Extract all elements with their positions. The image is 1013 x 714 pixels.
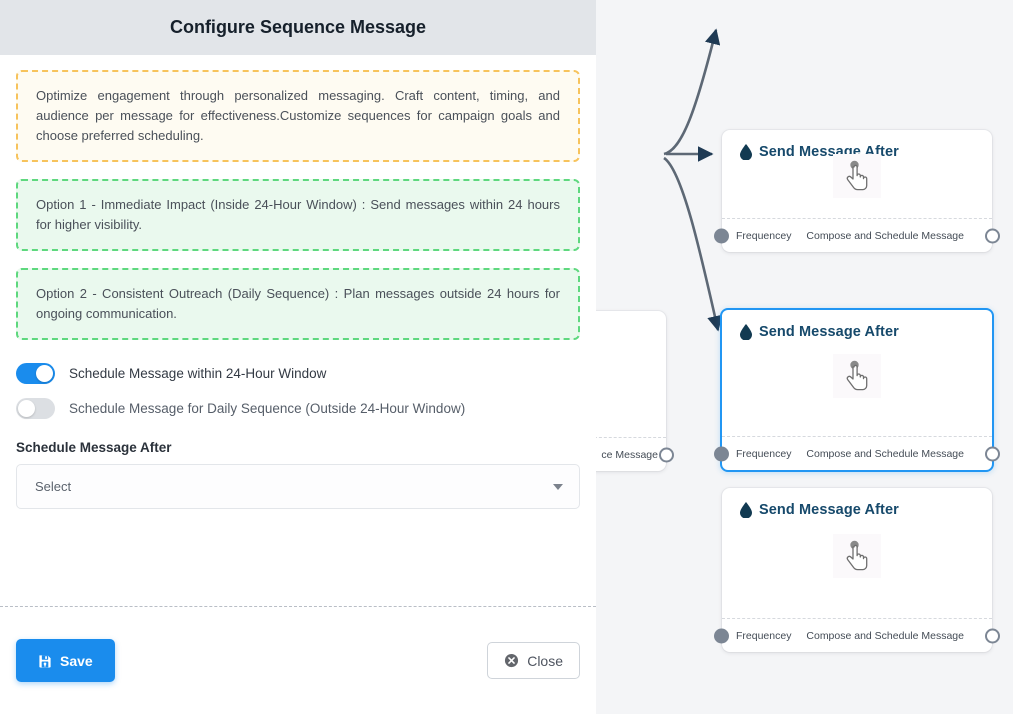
hand-pointer-icon bbox=[833, 353, 881, 398]
close-button-label: Close bbox=[527, 652, 563, 669]
node-input-port[interactable] bbox=[714, 228, 729, 243]
node-footer: ce Message bbox=[596, 437, 674, 471]
hand-pointer-icon bbox=[833, 533, 881, 578]
node-footer: Frequencey Compose and Schedule Message bbox=[714, 218, 1000, 252]
chevron-down-icon bbox=[553, 483, 563, 490]
node-footer: Frequencey Compose and Schedule Message bbox=[714, 618, 1000, 652]
flow-node-send-message-after-3[interactable]: Send Message After Frequencey Compose an… bbox=[714, 488, 1000, 652]
flow-node-partial[interactable]: ce Message bbox=[596, 311, 674, 471]
node-title: Send Message After bbox=[759, 324, 899, 340]
save-icon bbox=[39, 654, 51, 667]
save-button-label: Save bbox=[60, 652, 93, 669]
save-button[interactable]: Save bbox=[16, 639, 115, 682]
toggle-schedule-within-24-hour[interactable] bbox=[16, 362, 55, 384]
node-output-port[interactable] bbox=[985, 446, 1000, 461]
flow-node-send-message-after-1[interactable]: Send Message After Frequencey Compose an… bbox=[714, 130, 1000, 252]
configure-sequence-message-modal: Configure Sequence Message Optimize enga… bbox=[0, 0, 596, 714]
node-output-label: Compose and Schedule Message bbox=[806, 447, 964, 460]
node-output-label: ce Message bbox=[601, 448, 658, 461]
node-input-label: Frequencey bbox=[736, 447, 792, 460]
schedule-message-after-select[interactable]: Select bbox=[16, 464, 580, 509]
water-drop-icon bbox=[740, 324, 752, 340]
flow-canvas[interactable]: ce Message Send Message After bbox=[596, 0, 1013, 714]
node-output-label: Compose and Schedule Message bbox=[806, 629, 964, 642]
node-body: Send Message After bbox=[722, 488, 992, 618]
hand-pointer-icon bbox=[833, 153, 881, 198]
modal-footer: Save Close bbox=[0, 606, 596, 714]
info-callout-option-2: Option 2 - Consistent Outreach (Daily Se… bbox=[16, 268, 580, 340]
close-circle-icon bbox=[505, 653, 519, 668]
schedule-message-after-label: Schedule Message After bbox=[16, 440, 172, 455]
toggle-row-within-24-hour[interactable]: Schedule Message within 24-Hour Window bbox=[16, 357, 580, 389]
toggle-label-within-24-hour: Schedule Message within 24-Hour Window bbox=[69, 365, 327, 381]
modal-header: Configure Sequence Message bbox=[0, 0, 596, 55]
node-body bbox=[596, 311, 666, 437]
close-button[interactable]: Close bbox=[487, 642, 580, 679]
toggle-group: Schedule Message within 24-Hour Window S… bbox=[16, 357, 580, 424]
toggle-label-daily-sequence: Schedule Message for Daily Sequence (Out… bbox=[69, 400, 466, 416]
water-drop-icon bbox=[740, 144, 752, 160]
toggle-knob bbox=[36, 364, 53, 382]
schedule-message-after-field: Schedule Message After Select bbox=[16, 440, 580, 509]
node-output-port[interactable] bbox=[659, 447, 674, 462]
modal-body: Optimize engagement through personalized… bbox=[0, 55, 596, 606]
info-callout-overview: Optimize engagement through personalized… bbox=[16, 70, 580, 162]
node-input-label: Frequencey bbox=[736, 629, 792, 642]
node-title-row: Send Message After bbox=[722, 488, 992, 518]
flow-edges bbox=[663, 28, 723, 332]
node-footer: Frequencey Compose and Schedule Message bbox=[714, 436, 1000, 470]
flow-node-send-message-after-2[interactable]: Send Message After Frequencey Compose an… bbox=[714, 308, 1000, 472]
toggle-knob bbox=[18, 399, 35, 417]
water-drop-icon bbox=[740, 502, 752, 518]
info-callout-option-1: Option 1 - Immediate Impact (Inside 24-H… bbox=[16, 179, 580, 251]
select-value: Select bbox=[35, 479, 72, 494]
node-body: Send Message After bbox=[722, 130, 992, 218]
node-body: Send Message After bbox=[722, 310, 992, 436]
toggle-schedule-daily-sequence[interactable] bbox=[16, 397, 55, 419]
node-output-label: Compose and Schedule Message bbox=[806, 229, 964, 242]
node-title: Send Message After bbox=[759, 502, 899, 518]
node-output-port[interactable] bbox=[985, 228, 1000, 243]
node-input-port[interactable] bbox=[714, 628, 729, 643]
page-title: Configure Sequence Message bbox=[169, 17, 427, 37]
node-output-port[interactable] bbox=[985, 628, 1000, 643]
node-input-port[interactable] bbox=[714, 446, 729, 461]
node-title-row: Send Message After bbox=[722, 310, 992, 340]
node-input-label: Frequencey bbox=[736, 229, 792, 242]
toggle-row-daily-sequence[interactable]: Schedule Message for Daily Sequence (Out… bbox=[16, 392, 580, 424]
